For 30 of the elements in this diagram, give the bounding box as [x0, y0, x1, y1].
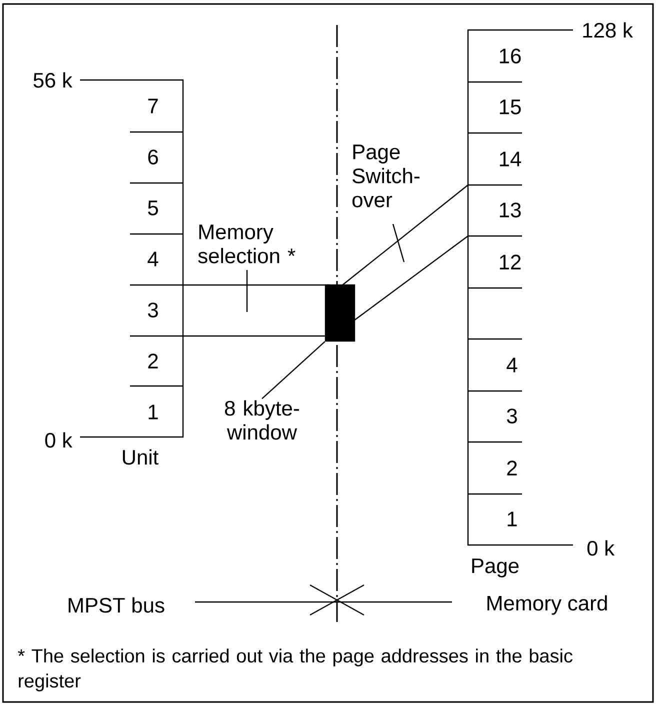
slot-number: 16 — [500, 48, 521, 64]
bus-label: MPST bus — [68, 597, 164, 613]
slot-number: 6 — [148, 150, 158, 164]
address-label: 0 k — [45, 432, 72, 448]
slot-number: 5 — [148, 200, 158, 216]
slot-number: 3 — [506, 408, 517, 424]
slot-number: 4 — [506, 358, 518, 372]
address-label: 128 k — [583, 22, 633, 38]
leader-line — [262, 341, 326, 400]
column-label: Page — [472, 558, 519, 578]
slot-number: 1 — [508, 512, 517, 526]
slot-number: 13 — [500, 202, 521, 218]
address-label: 0 k — [587, 540, 615, 556]
bus-label: Memory card — [487, 595, 607, 615]
slot-number: 1 — [148, 404, 158, 420]
address-label: 56 k — [34, 72, 72, 88]
band-label: Page Switch- over — [352, 144, 420, 208]
window-block — [324, 284, 356, 342]
slot-number: 3 — [148, 302, 158, 318]
slot-number: 15 — [500, 100, 521, 114]
slot-number: 4 — [148, 252, 158, 266]
slot-number: 12 — [500, 254, 521, 270]
slot-number: 7 — [148, 98, 158, 114]
band-label: Memory selection * — [198, 224, 296, 264]
slot-number: 2 — [507, 460, 517, 476]
column-label: Unit — [122, 449, 158, 465]
footnote: * The selection is carried out via the page addresses in the basic register — [18, 648, 572, 692]
slot-number: 14 — [500, 152, 522, 166]
slot-number: 2 — [148, 354, 158, 368]
leader-label: 8 kbyte- window — [224, 400, 299, 440]
